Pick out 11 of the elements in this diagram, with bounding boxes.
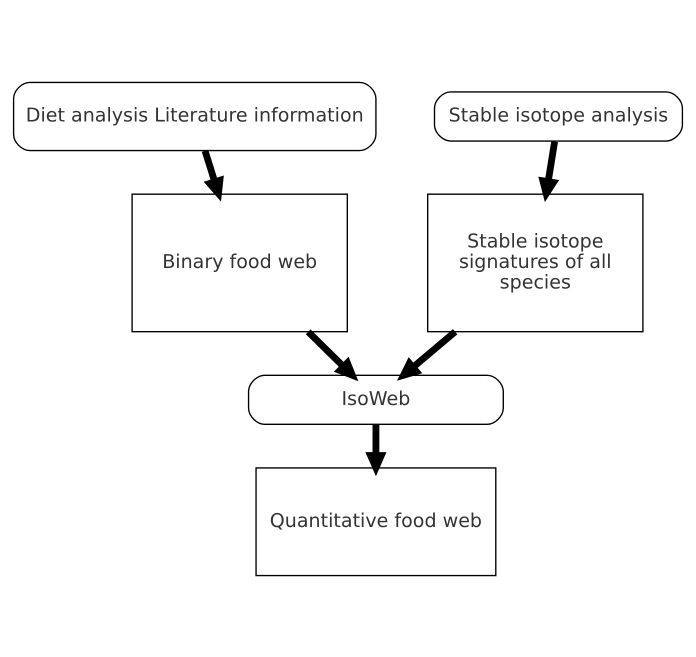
node-box: Quantitative food web — [255, 466, 496, 576]
arrow — [306, 328, 358, 381]
node-box: IsoWeb — [248, 374, 504, 425]
arrow — [397, 328, 458, 380]
node-box: Stable isotope signatures of all species — [427, 192, 644, 332]
node-box: Binary food web — [131, 192, 348, 332]
arrow — [365, 424, 386, 476]
node-box: Stable isotope analysis — [434, 90, 684, 142]
arrow — [538, 140, 560, 202]
arrow — [202, 149, 224, 202]
node-box: Diet analysis Literature information — [12, 81, 377, 151]
